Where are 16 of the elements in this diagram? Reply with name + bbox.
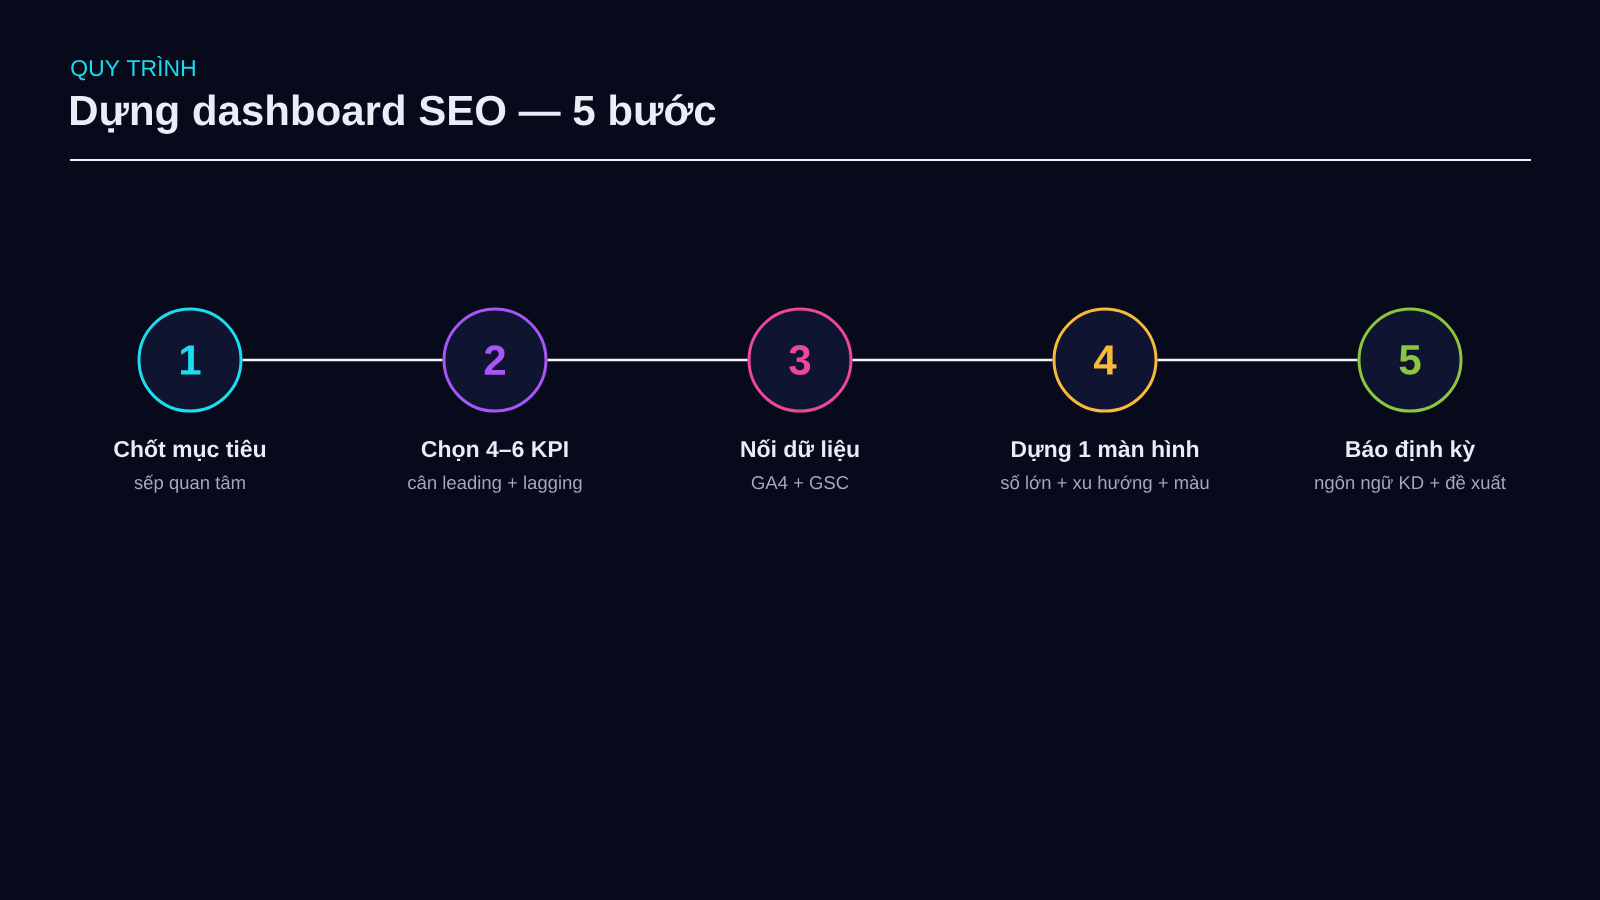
step-subtitle: sếp quan tâm [134,474,245,493]
connector-line [547,358,748,362]
kicker-label: QUY TRÌNH [71,56,195,81]
step-title: Chọn 4–6 KPI [421,440,568,462]
step-subtitle: số lớn + xu hướng + màu [1000,474,1209,493]
step-subtitle: GA4 + GSC [751,476,849,490]
step-subtitle: cân leading + lagging [408,475,582,493]
connector-line [852,358,1053,362]
connector-line [242,358,443,362]
title: Dựng dashboard SEO — 5 bước [71,94,716,134]
step-subtitle: ngôn ngữ KD + đề xuất [1315,474,1506,493]
step-title: Nối dữ liệu [741,439,859,462]
connector-line [1157,358,1358,362]
step-title: Báo định kỳ [1346,440,1476,462]
step-title: Chốt mục tiêu [114,439,266,462]
step-title: Dựng 1 màn hình [1011,440,1199,462]
